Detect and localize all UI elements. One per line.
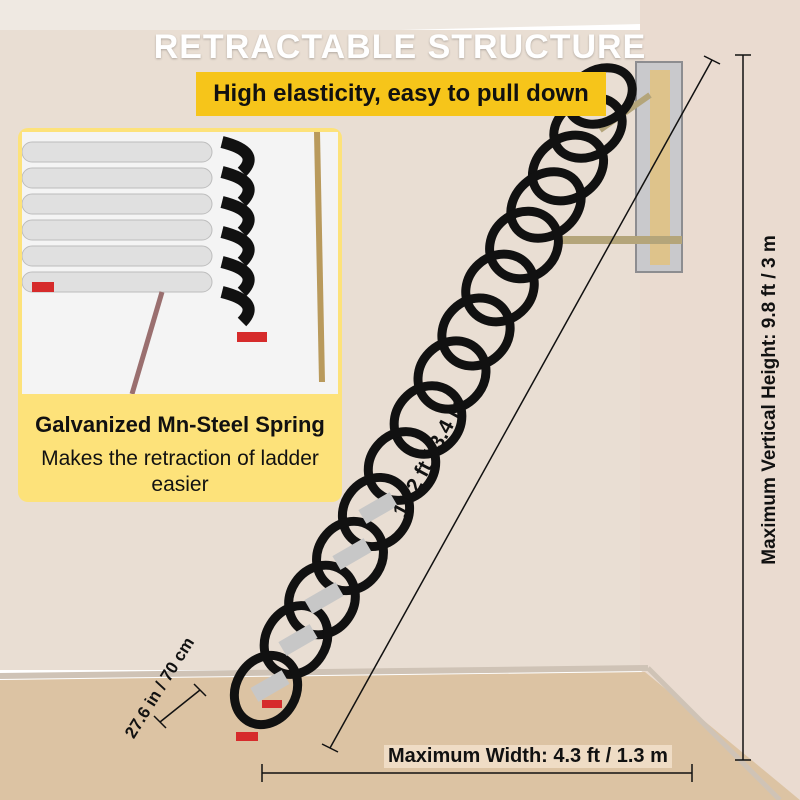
- subtitle-banner: High elasticity, easy to pull down: [196, 72, 606, 116]
- spring-closeup-illustration: [22, 132, 338, 394]
- spring-closeup-photo: [22, 132, 338, 394]
- floor: [0, 672, 800, 800]
- callout-title: Galvanized Mn-Steel Spring: [35, 412, 325, 437]
- callout-description: Makes the retraction of ladder easier: [41, 447, 319, 496]
- corner-line: [646, 666, 782, 800]
- ladder-body: [229, 63, 637, 730]
- foot-pads: [236, 700, 282, 741]
- max-vertical-height-label: Maximum Vertical Height: 9.8 ft / 3 m: [759, 235, 780, 565]
- dimension-lines: [153, 54, 751, 782]
- max-width-label: Maximum Width: 4.3 ft / 1.3 m: [384, 745, 672, 768]
- wall-mount-bracket: [560, 61, 683, 273]
- ladder-steps: [250, 492, 398, 702]
- page-title: RETRACTABLE STRUCTURE: [153, 28, 647, 66]
- spring-callout: Galvanized Mn-Steel Spring Makes the ret…: [18, 128, 342, 502]
- baseboard-line: [0, 665, 649, 679]
